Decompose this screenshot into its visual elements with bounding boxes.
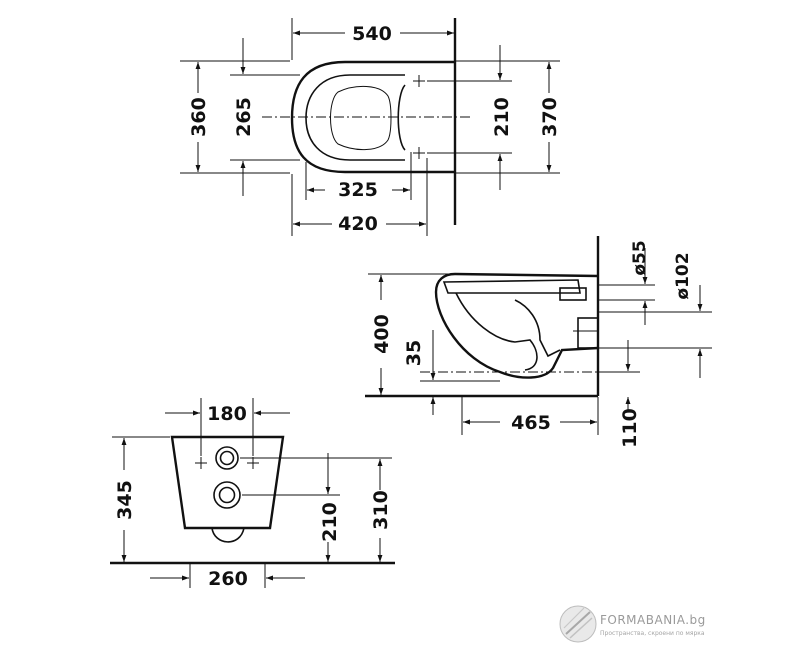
rear-view-lower-hole-outer [213, 481, 241, 509]
dim-inner-width: 325 [338, 179, 378, 201]
rear-view-upper-hole-outer [215, 446, 239, 470]
rear-view-upper-hole-inner [219, 450, 235, 466]
dim-bolt-spacing: 210 [491, 97, 513, 137]
dim-connection-height: 210 [319, 502, 341, 542]
dim-outlet-diameter: ø55 [630, 240, 650, 275]
top-view-bowl-opening [330, 86, 392, 150]
top-view-bowl-outline [290, 60, 455, 174]
rear-view: 180 345 210 310 260 [110, 398, 395, 590]
dim-bracket-width: 180 [207, 403, 247, 425]
dim-depth-total: 360 [188, 97, 210, 137]
top-view-seat-outline [305, 74, 405, 161]
watermark-logo-icon [559, 605, 597, 643]
dim-drain-diameter: ø102 [673, 252, 693, 299]
side-view: ø55 ø102 400 35 465 110 [365, 236, 712, 448]
dim-drain-height: 110 [619, 408, 641, 448]
side-view-drain-pipe [577, 317, 599, 349]
side-view-seat [442, 279, 581, 294]
top-view-seat-hinge [397, 84, 406, 151]
rear-view-foot [211, 527, 245, 543]
watermark-brand: FORMABANIA.bg [600, 613, 706, 627]
side-view-outlet-pipe [559, 287, 587, 301]
top-view-bolt-upper [413, 75, 425, 87]
dim-wall-depth: 370 [539, 97, 561, 137]
watermark: FORMABANIA.bg Пространства, скроени по м… [559, 605, 706, 643]
top-view-bolt-lower [413, 147, 425, 159]
side-view-toilet-body [434, 272, 599, 379]
dim-rear-height: 345 [114, 480, 136, 520]
rear-view-lower-hole-inner [218, 486, 236, 504]
dim-rim-height: 400 [371, 314, 393, 354]
rear-view-bolt-right [247, 457, 259, 469]
dim-top-height: 310 [370, 490, 392, 530]
watermark-tagline: Пространства, скроени по мярка [600, 630, 705, 637]
rear-view-bolt-left [195, 457, 207, 469]
dim-projection: 465 [511, 412, 551, 434]
dim-width-total: 540 [352, 23, 392, 45]
dim-base-offset: 35 [403, 340, 425, 366]
dim-base-width: 260 [208, 568, 248, 590]
dim-seat-depth: 265 [233, 97, 255, 137]
dim-bowl-width: 420 [338, 213, 378, 235]
rear-view-body [170, 435, 285, 530]
top-view: 540 360 265 210 370 325 42 [180, 18, 561, 236]
